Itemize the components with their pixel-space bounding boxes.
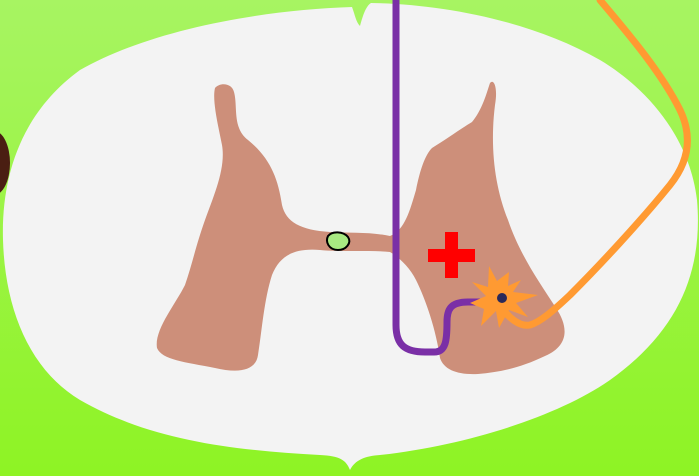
central-canal bbox=[327, 232, 349, 250]
neuron-nucleus bbox=[497, 293, 507, 303]
